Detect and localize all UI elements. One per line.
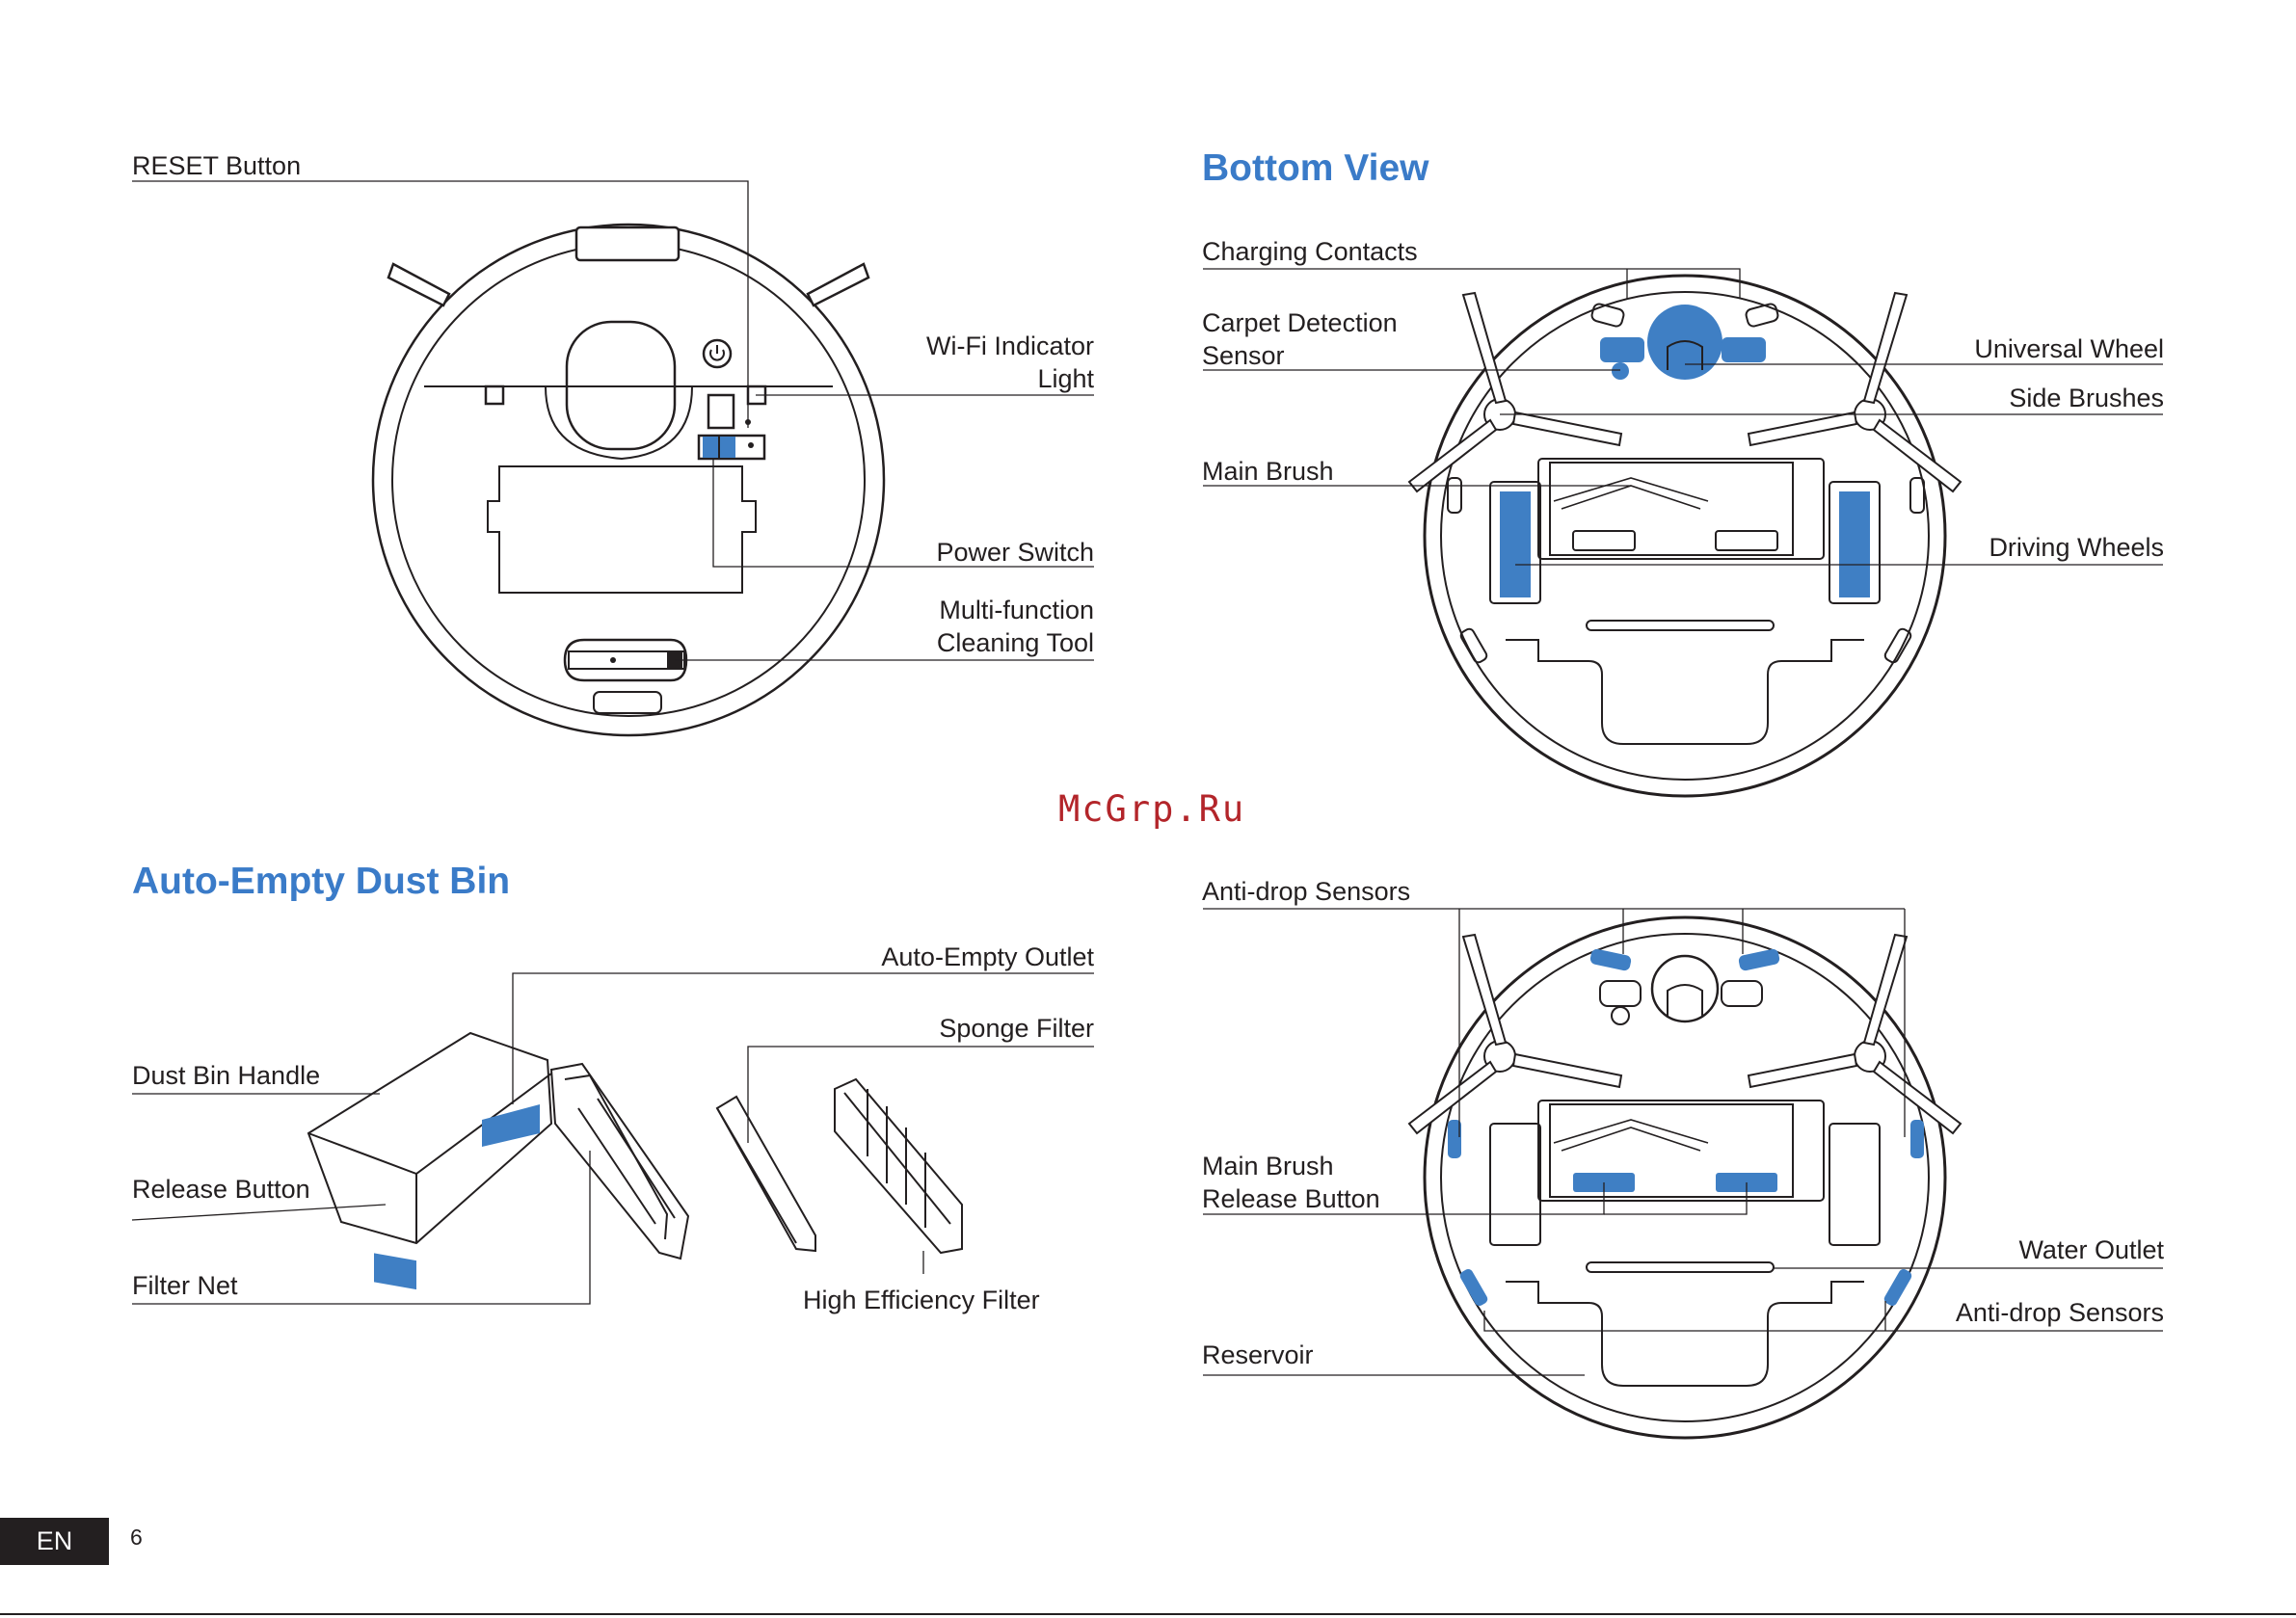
- label-main-brush-release-line1: Main Brush: [1202, 1152, 1334, 1180]
- label-sponge-filter: Sponge Filter: [939, 1014, 1094, 1043]
- watermark: McGrp.Ru: [1058, 788, 1246, 830]
- label-driving-wheels: Driving Wheels: [1989, 533, 2164, 562]
- language-badge: EN: [0, 1518, 109, 1565]
- bottom-view-leaders: [1203, 268, 2163, 566]
- label-auto-empty-outlet: Auto-Empty Outlet: [881, 942, 1094, 971]
- label-anti-drop-bottom: Anti-drop Sensors: [1955, 1298, 2164, 1327]
- label-multi-line2: Cleaning Tool: [936, 628, 1094, 657]
- bottom-view-2-leaders: [1203, 908, 2163, 1376]
- label-high-efficiency-filter: High Efficiency Filter: [803, 1286, 1040, 1314]
- bottom-view-robot: [1407, 274, 1962, 798]
- label-carpet-line1: Carpet Detection: [1202, 308, 1398, 337]
- label-power-switch: Power Switch: [936, 538, 1094, 567]
- label-anti-drop-top: Anti-drop Sensors: [1202, 877, 1411, 906]
- label-water-outlet: Water Outlet: [2018, 1235, 2164, 1264]
- label-main-brush-release-line2: Release Button: [1202, 1184, 1380, 1213]
- label-reservoir: Reservoir: [1202, 1340, 1314, 1369]
- dust-bin-title: Auto-Empty Dust Bin: [132, 861, 511, 902]
- label-universal-wheel: Universal Wheel: [1974, 334, 2164, 363]
- top-view-leaders: [132, 180, 1094, 661]
- label-main-brush: Main Brush: [1202, 457, 1334, 486]
- label-wifi-line1: Wi-Fi Indicator: [925, 332, 1094, 360]
- label-side-brushes: Side Brushes: [2009, 384, 2164, 412]
- dust-bin-drawing: [307, 1031, 963, 1290]
- label-filter-net: Filter Net: [132, 1271, 238, 1300]
- bottom-view-title: Bottom View: [1202, 147, 1429, 189]
- label-multi-line1: Multi-function: [939, 596, 1094, 624]
- label-wifi-line2: Light: [1037, 364, 1094, 393]
- page-number: 6: [130, 1525, 143, 1550]
- label-release-button: Release Button: [132, 1175, 310, 1204]
- top-view-robot: [371, 223, 886, 737]
- label-charging-contacts: Charging Contacts: [1202, 237, 1418, 266]
- label-reset-button: RESET Button: [132, 151, 302, 180]
- dust-bin-leaders: [131, 972, 1094, 1305]
- label-dust-bin-handle: Dust Bin Handle: [132, 1061, 321, 1090]
- label-carpet-line2: Sensor: [1202, 341, 1285, 370]
- bottom-view-2-robot: [1407, 915, 1962, 1440]
